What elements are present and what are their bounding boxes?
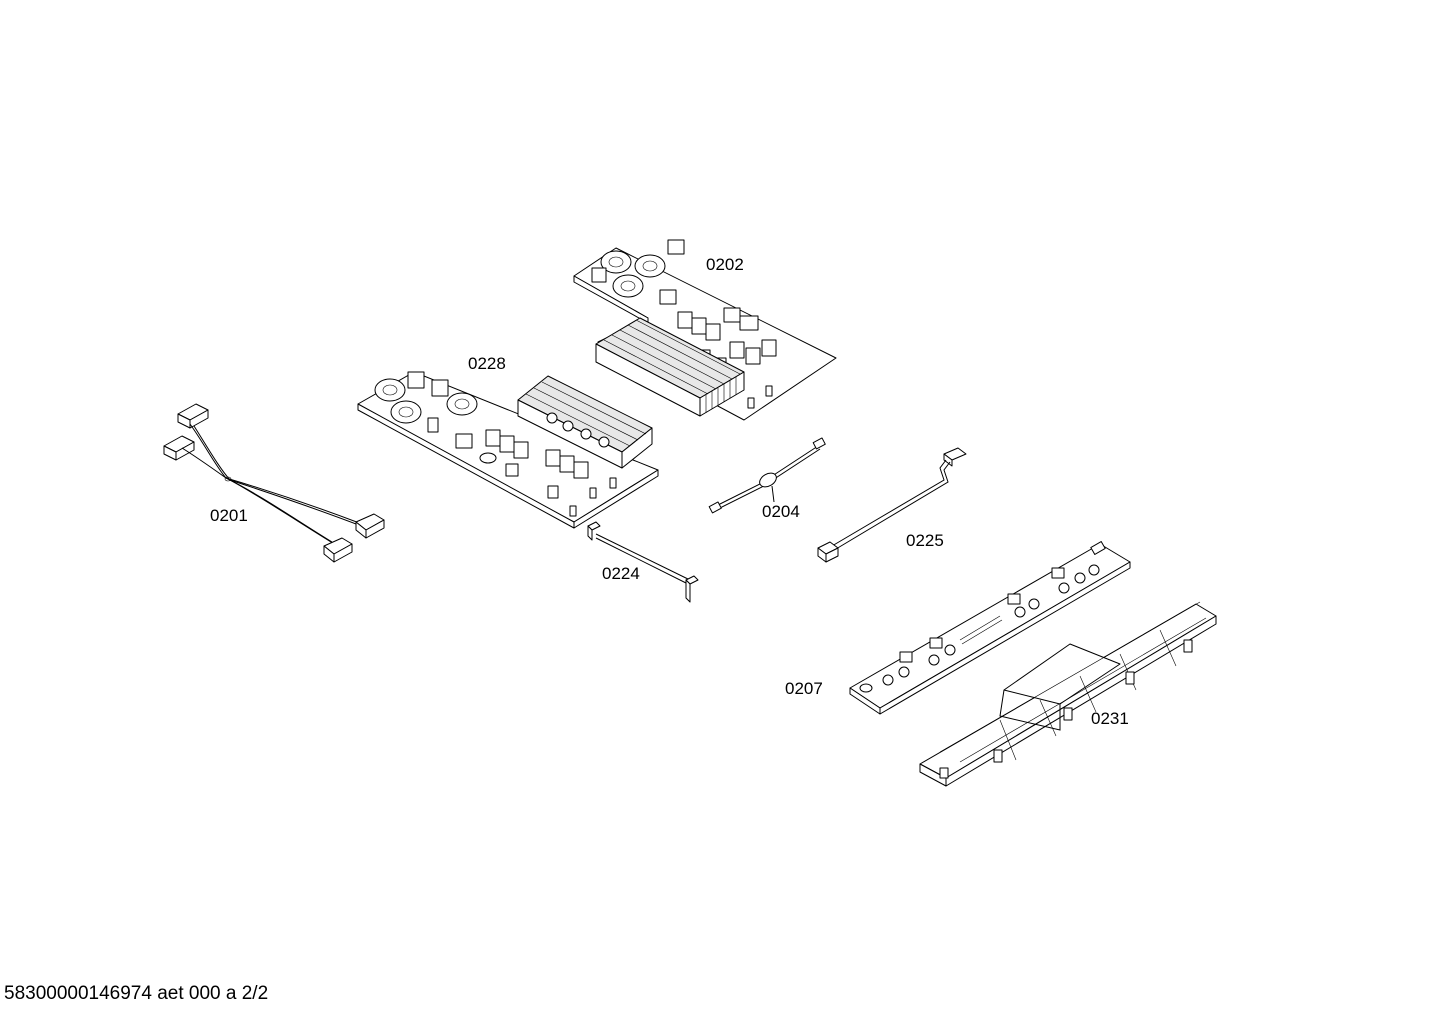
pcb-0228[interactable]: [357, 371, 659, 529]
part-label-0228: 0228: [468, 354, 506, 373]
part-label-0207: 0207: [785, 679, 823, 698]
cable-0224[interactable]: [587, 521, 699, 603]
cable-0204[interactable]: [708, 437, 826, 514]
part-label-0204: 0204: [762, 502, 800, 521]
part-label-0224: 0224: [602, 564, 640, 583]
part-label-0202: 0202: [706, 255, 744, 274]
part-label-0225: 0225: [906, 531, 944, 550]
part-label-0201: 0201: [210, 506, 248, 525]
pcb-0202[interactable]: [573, 239, 837, 421]
frame-0231[interactable]: [919, 601, 1217, 787]
part-label-0231: 0231: [1091, 709, 1129, 728]
board-0207[interactable]: [849, 541, 1131, 715]
cable-0225[interactable]: [817, 447, 967, 563]
drawing-reference: 58300000146974 aet 000 a 2/2: [4, 983, 268, 1004]
harness-0201[interactable]: [163, 403, 385, 563]
